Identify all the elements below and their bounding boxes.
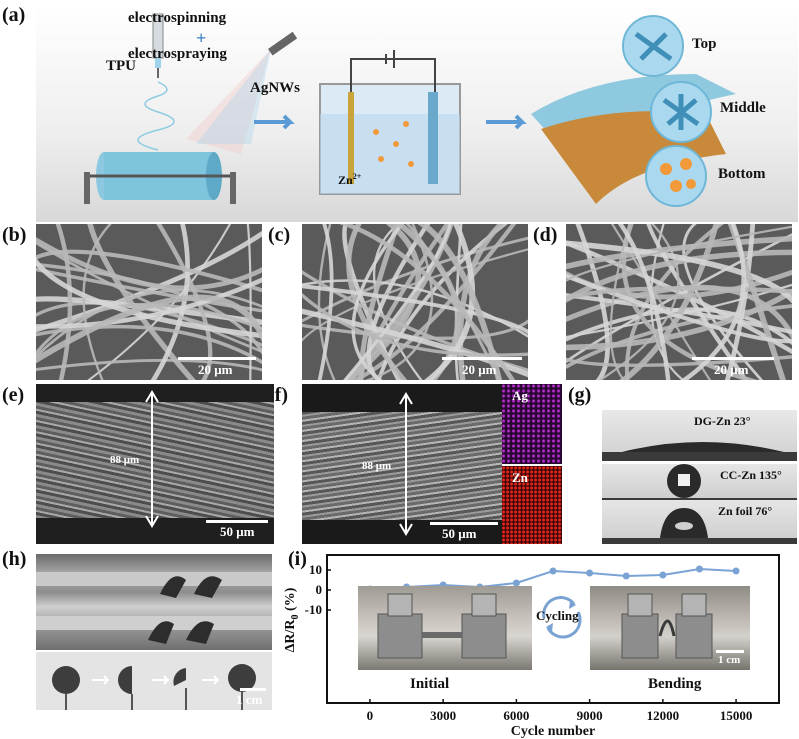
scale-label-h: 1 cm: [236, 692, 263, 707]
contact-angle-sample-3: Zn foil: [718, 504, 753, 518]
label-tpu: TPU: [106, 58, 136, 74]
x-axis-label: Cycle number: [511, 724, 595, 739]
contact-angle-1: DG-Zn 23°: [602, 410, 797, 461]
contact-angle-label-1: DG-Zn 23°: [694, 414, 751, 429]
scale-bar-h: [240, 688, 266, 691]
x-tick-label: 0: [367, 708, 374, 723]
thickness-label-f: 88 μm: [362, 460, 392, 472]
x-tick-label: 3000: [430, 708, 456, 723]
x-tick-label: 12000: [647, 708, 680, 723]
contact-angle-3: Zn foil 76°: [602, 500, 797, 544]
data-point: [659, 571, 667, 579]
eds-label-zn: Zn: [512, 470, 528, 485]
label-initial: Initial: [410, 676, 450, 692]
scale-label-i: 1 cm: [718, 654, 741, 666]
label-bottom: Bottom: [718, 166, 766, 182]
eds-map-zn: Zn: [502, 466, 562, 544]
contact-angle-label-3: Zn foil 76°: [718, 504, 772, 519]
y-tick-label: 0: [316, 582, 323, 597]
label-middle: Middle: [720, 100, 766, 116]
x-tick-label: 15000: [720, 708, 753, 723]
y-tick-label: -10: [305, 602, 322, 617]
scale-bar-c: [442, 357, 522, 360]
sem-image-c: 20 μm: [302, 224, 528, 380]
data-point: [695, 565, 703, 573]
label-zn-charge: 2+: [352, 172, 362, 181]
sem-image-b: 20 μm: [36, 224, 262, 380]
scale-label-b: 20 μm: [198, 362, 233, 377]
panel-label-a: (a): [2, 4, 26, 26]
scale-label-c: 20 μm: [462, 362, 497, 377]
label-cycling: Cycling: [536, 608, 579, 623]
label-zn: Zn: [338, 173, 353, 187]
contact-angle-sample-1: DG-Zn: [694, 414, 731, 428]
scale-bar-d: [692, 357, 774, 360]
panel-label-h: (h): [2, 548, 27, 570]
thickness-label-e: 88 μm: [110, 454, 140, 466]
sem-cross-section-f: 88 μm 50 μm: [302, 384, 502, 544]
label-top: Top: [692, 36, 717, 52]
contact-angle-value-2: 135°: [759, 468, 782, 482]
data-point: [549, 567, 557, 575]
photo-folding-sequence: 1 cm: [36, 652, 272, 710]
contact-angle-value-1: 23°: [733, 414, 751, 428]
fabrication-schematic: [84, 13, 736, 207]
scale-label-e: 50 μm: [220, 524, 255, 539]
scale-bar-f: [430, 522, 498, 525]
label-plus: +: [196, 28, 207, 48]
sem-cross-section-e: 88 μm 50 μm: [36, 384, 274, 544]
photo-bending-rods: [36, 554, 272, 650]
photo-initial: [358, 586, 532, 670]
panel-label-b: (b): [2, 224, 27, 246]
y-tick-label: 10: [309, 562, 322, 577]
scale-bar-i: [716, 650, 744, 653]
data-point: [586, 569, 594, 577]
panel-label-d: (d): [533, 224, 558, 246]
y-axis-label-subscript: 0: [290, 614, 301, 619]
panel-a-schematic: electrospinning + electrospraying TPU Ag…: [36, 4, 798, 222]
x-tick-label: 6000: [503, 708, 529, 723]
scale-label-d: 20 μm: [714, 362, 749, 377]
y-axis-label: ΔR/R0 (%): [283, 587, 301, 652]
panel-label-g: (g): [568, 384, 592, 406]
panel-label-e: (e): [2, 384, 25, 406]
scale-label-f: 50 μm: [442, 526, 477, 541]
label-electrospinning: electrospinning: [128, 10, 227, 26]
photo-bending: 1 cm: [590, 586, 750, 670]
contact-angle-label-2: CC-Zn 135°: [720, 468, 782, 483]
eds-label-ag: Ag: [512, 388, 528, 403]
y-axis-label-unit: (%): [283, 587, 298, 614]
contact-angle-value-3: 76°: [755, 504, 773, 518]
cycling-arrows-icon: [542, 596, 582, 639]
contact-angle-sample-2: CC-Zn: [720, 468, 757, 482]
scale-bar-e: [206, 520, 268, 523]
label-agnws: AgNWs: [250, 80, 301, 96]
data-point: [732, 567, 740, 575]
eds-map-ag: Ag: [502, 384, 562, 464]
data-point: [512, 579, 520, 587]
panel-label-c: (c): [268, 224, 291, 246]
y-axis-label-main: ΔR/R: [283, 619, 298, 653]
sem-image-d: 20 μm: [566, 224, 792, 380]
data-point: [622, 572, 630, 580]
x-tick-label: 9000: [577, 708, 603, 723]
panel-label-i: (i): [288, 548, 307, 570]
label-electrospraying: electrospraying: [128, 46, 227, 62]
scale-bar-b: [178, 357, 256, 360]
label-zn2: Zn2+: [338, 172, 361, 188]
label-bending: Bending: [648, 676, 702, 692]
